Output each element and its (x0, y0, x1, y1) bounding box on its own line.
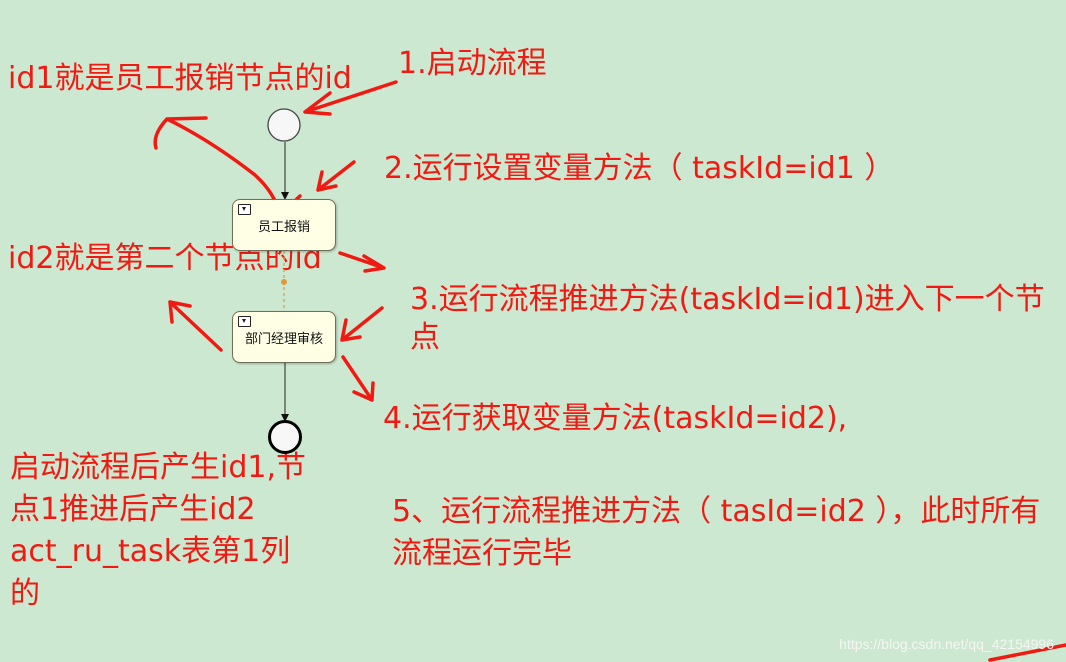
arrow-id2-to-step3 (338, 251, 386, 273)
scribble-bottom-right (988, 643, 1066, 662)
user-task-icon (238, 204, 251, 215)
step3-label: 3.运行流程推进方法(taskId=id1)进入下一个节点 (410, 282, 1045, 355)
arrow-step3 (340, 306, 384, 342)
task1-label: 员工报销 (257, 219, 310, 235)
bottom-left-note: 启动流程后产生id1,节点1推进后产生id2 act_ru_task表第1列的 (10, 450, 307, 611)
arrow-step4 (341, 355, 375, 402)
step1-label: 1.启动流程 (398, 46, 547, 81)
arrow-task2-to-id2 (168, 300, 223, 352)
watermark: https://blog.csdn.net/qq_42154996 (839, 636, 1054, 652)
arrow-step2 (316, 160, 356, 192)
id1-note: id1就是员工报销节点的id (8, 61, 352, 96)
user-task-icon (238, 316, 251, 327)
step2-label: 2.运行设置变量方法（ taskId=id1 ） (384, 151, 895, 186)
flow-midpoint-marker (281, 279, 287, 285)
step5-label: 5、运行流程推进方法（ tasId=id2 ），此时所有流程运行完毕 (392, 494, 1041, 571)
step4-label: 4.运行获取变量方法(taskId=id2), (383, 401, 848, 436)
task2-label: 部门经理审核 (244, 331, 323, 347)
end-event (268, 420, 302, 454)
start-event (267, 108, 301, 142)
task-manager-approval: 部门经理审核 (232, 311, 336, 363)
task-employee-reimbursement: 员工报销 (232, 199, 336, 251)
arrow-step1 (303, 80, 398, 116)
